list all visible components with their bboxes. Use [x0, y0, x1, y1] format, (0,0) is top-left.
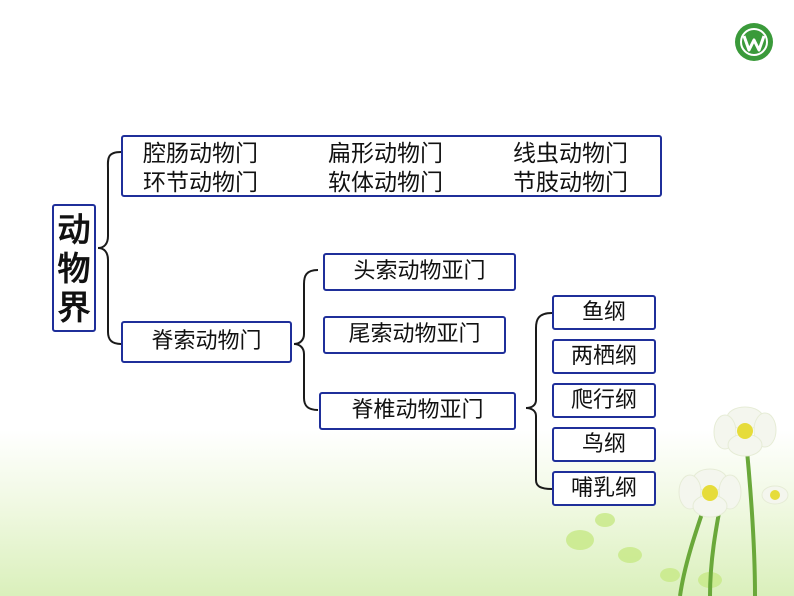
- kingdom-animalia-box: 动 物 界: [52, 204, 96, 332]
- class-label: 哺乳纲: [570, 475, 637, 501]
- root-char: 物: [57, 248, 91, 288]
- root-char: 界: [57, 287, 91, 327]
- class-label: 爬行纲: [570, 387, 637, 413]
- class-box: 鸟纲: [552, 427, 656, 462]
- root-char: 动: [57, 209, 91, 249]
- phylum-label: 腔肠动物门: [143, 141, 258, 167]
- subphylum-box: 脊椎动物亚门: [319, 392, 516, 430]
- class-box: 鱼纲: [552, 295, 656, 330]
- subphylum-label: 尾索动物亚门: [348, 322, 481, 347]
- phylum-label: 线虫动物门: [513, 141, 628, 167]
- chordata-box: 脊索动物门: [121, 321, 292, 363]
- phylum-label: 环节动物门: [143, 170, 258, 196]
- class-label: 鱼纲: [581, 299, 626, 325]
- background-gradient: [0, 430, 794, 596]
- phylum-label: 扁形动物门: [328, 141, 443, 167]
- class-label: 鸟纲: [581, 431, 626, 457]
- phylum-label: 软体动物门: [328, 170, 443, 196]
- subphylum-box: 尾索动物亚门: [323, 316, 506, 354]
- flower-decoration: [566, 406, 789, 596]
- phylum-label: 节肢动物门: [513, 170, 628, 196]
- school-logo-icon: [735, 23, 773, 61]
- subphylum-label: 头索动物亚门: [353, 259, 486, 284]
- class-label: 两栖纲: [570, 343, 637, 369]
- class-box: 两栖纲: [552, 339, 656, 374]
- subphylum-label: 脊椎动物亚门: [351, 398, 484, 423]
- class-box: 爬行纲: [552, 383, 656, 418]
- invertebrate-phyla-box: 腔肠动物门 扁形动物门 线虫动物门 环节动物门 软体动物门 节肢动物门: [121, 135, 662, 197]
- class-box: 哺乳纲: [552, 471, 656, 506]
- chordata-label: 脊索动物门: [151, 329, 262, 354]
- subphylum-box: 头索动物亚门: [323, 253, 516, 291]
